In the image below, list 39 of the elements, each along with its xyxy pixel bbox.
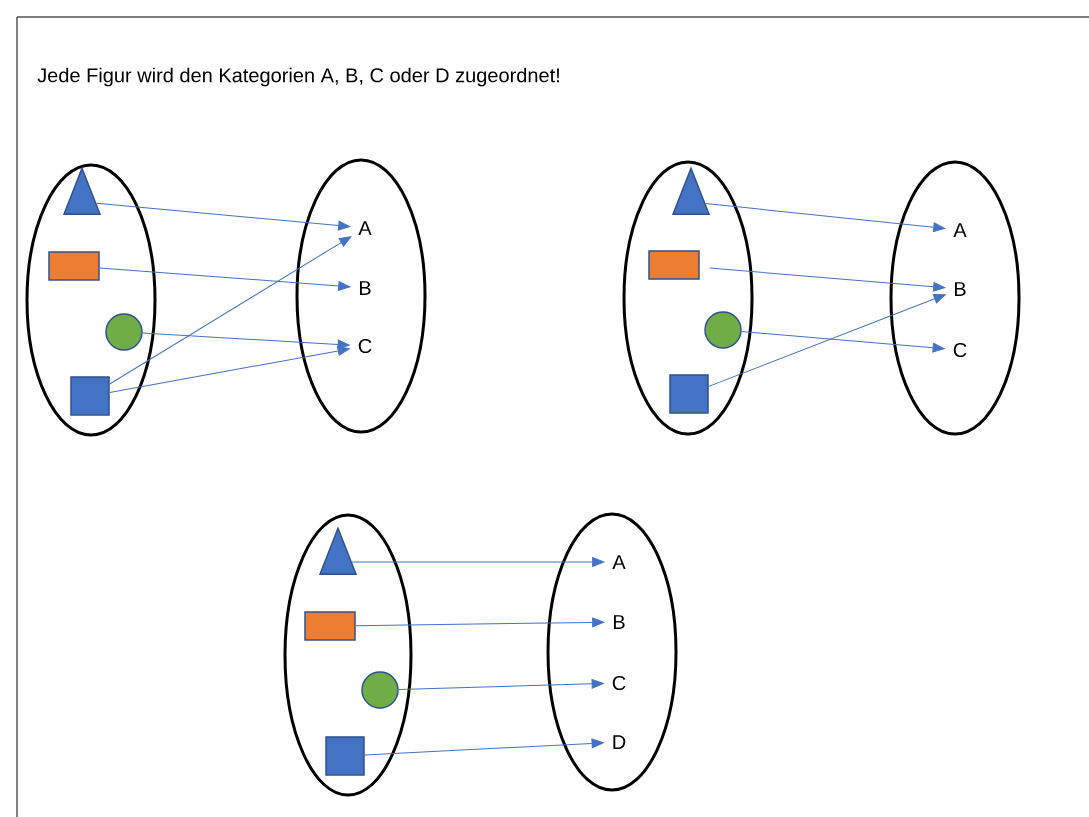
category-letter: B xyxy=(955,282,966,296)
ellipse xyxy=(889,160,1021,436)
arrow xyxy=(109,346,350,393)
title: Jede Figur wird den Kategorien A, B, C oder D zugeordnet! xyxy=(37,67,559,87)
arrow xyxy=(96,202,351,231)
category-letter: C xyxy=(953,342,967,358)
category-letter: D xyxy=(613,735,626,749)
category-letter: C xyxy=(358,338,372,354)
rectangle-shape xyxy=(304,611,356,641)
category-letter: B xyxy=(360,281,371,295)
category-letter: C xyxy=(612,675,626,691)
ellipse xyxy=(546,512,678,792)
arrow xyxy=(109,236,352,385)
ellipse xyxy=(25,163,157,437)
category-letter: A xyxy=(953,223,967,237)
striped-square xyxy=(325,736,365,776)
category-letter: A xyxy=(612,555,626,569)
rectangle-shape xyxy=(648,250,700,280)
striped-square xyxy=(70,376,110,416)
striped-square xyxy=(669,374,709,414)
arrow xyxy=(741,331,945,353)
ellipse xyxy=(622,160,754,436)
ellipse xyxy=(283,513,413,797)
arrow xyxy=(364,738,604,756)
arrow xyxy=(709,267,946,292)
category-letter: B xyxy=(614,615,625,629)
circle-shape xyxy=(361,671,399,709)
arrow xyxy=(705,203,946,233)
arrow xyxy=(708,294,946,387)
arrow xyxy=(355,617,605,628)
arrow xyxy=(142,332,350,350)
arrow xyxy=(351,557,605,567)
circle-shape xyxy=(704,311,742,349)
arrow xyxy=(99,267,351,291)
circle-shape xyxy=(105,313,143,351)
category-letter: A xyxy=(358,221,372,235)
arrow xyxy=(398,678,604,690)
ellipse xyxy=(295,158,427,434)
rectangle-shape xyxy=(48,251,100,281)
